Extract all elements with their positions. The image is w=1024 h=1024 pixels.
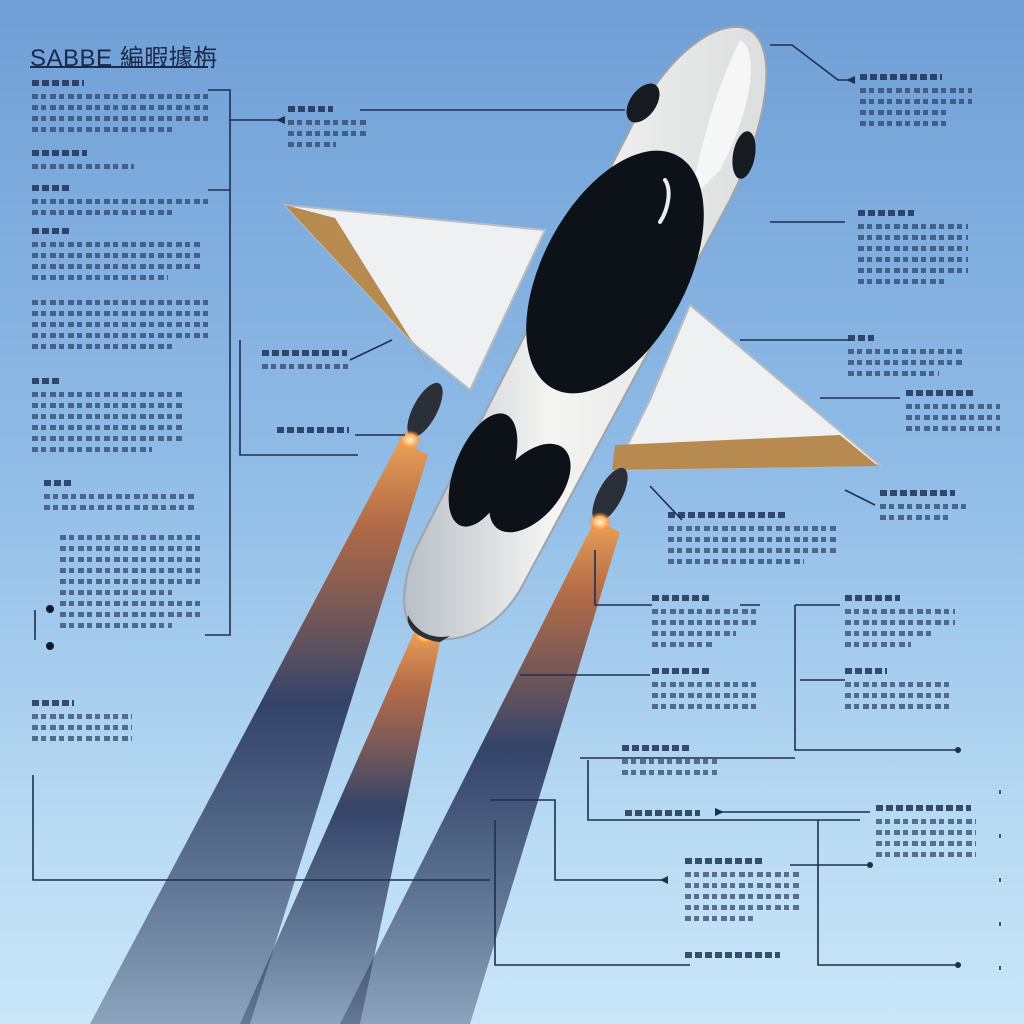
exhaust-trails <box>90 440 620 1024</box>
leader-line-7 <box>349 339 393 361</box>
engine-right <box>592 467 628 523</box>
exhaust-trail-right <box>340 520 620 1024</box>
callout-block <box>685 952 780 966</box>
leader-line-25 <box>817 820 958 966</box>
callout-block <box>876 805 976 863</box>
bullet-point <box>46 642 54 650</box>
engines <box>398 382 628 645</box>
lower-window-right <box>489 443 571 533</box>
callout-block <box>685 858 800 927</box>
side-port-window <box>732 131 756 179</box>
arrow-head-4 <box>660 876 668 884</box>
callout-block <box>652 595 757 653</box>
leader-lines <box>32 44 1001 1010</box>
wings <box>282 203 883 472</box>
arrow-head-1 <box>276 116 285 124</box>
callout-block <box>845 668 950 715</box>
leader-line-18 <box>794 605 958 751</box>
callout-block <box>32 378 182 458</box>
cockpit-window <box>526 150 704 394</box>
callout-block <box>622 745 717 781</box>
leader-line-26 <box>494 820 690 966</box>
callout-block <box>845 595 955 653</box>
callout-block <box>32 700 132 747</box>
leader-line-21 <box>490 799 668 881</box>
exhaust-trail-center <box>240 630 440 1024</box>
leader-line-1 <box>205 89 231 636</box>
callout-block <box>44 480 194 516</box>
callout-block <box>32 80 212 138</box>
nose-tip <box>407 615 450 642</box>
callout-block <box>288 106 368 153</box>
callout-block <box>858 210 968 290</box>
cockpit-reflection <box>658 178 671 224</box>
engine-flame-left <box>398 430 422 450</box>
leader-line-8 <box>770 44 855 81</box>
leader-line-12 <box>844 489 876 506</box>
callout-block <box>60 535 200 634</box>
end-dot-2 <box>955 962 961 968</box>
right-wing-trim <box>612 435 878 470</box>
callout-block <box>277 427 352 441</box>
leader-line-22 <box>587 760 860 821</box>
fuselage-highlight <box>690 40 751 200</box>
callout-block <box>625 810 705 824</box>
engine-flame-right <box>588 512 612 532</box>
bullet-point <box>46 605 54 613</box>
callout-block <box>32 150 202 175</box>
arrow-head-3 <box>715 808 724 816</box>
callout-block <box>32 185 212 221</box>
leader-line-14 <box>594 550 652 606</box>
arrow-head-2 <box>846 76 855 84</box>
end-dot-3 <box>867 862 873 868</box>
fuselage <box>403 25 768 642</box>
leader-line-27 <box>32 775 490 881</box>
callout-block <box>32 300 212 355</box>
callout-block <box>848 335 962 382</box>
title-underline <box>30 66 208 68</box>
callout-block <box>262 350 352 375</box>
exhaust-trail-left <box>90 440 428 1024</box>
callout-block <box>32 228 202 286</box>
forward-port-window <box>626 83 660 123</box>
callout-block <box>652 668 757 715</box>
callout-block <box>906 390 1000 437</box>
right-wing <box>613 303 883 472</box>
callout-block <box>860 74 972 132</box>
engine-left <box>407 382 443 438</box>
end-dot-1 <box>955 747 961 753</box>
leader-line-5 <box>239 340 358 456</box>
callout-block <box>668 512 838 570</box>
lower-window-left <box>448 413 518 527</box>
callout-block <box>880 490 970 526</box>
leader-markers <box>276 76 961 968</box>
